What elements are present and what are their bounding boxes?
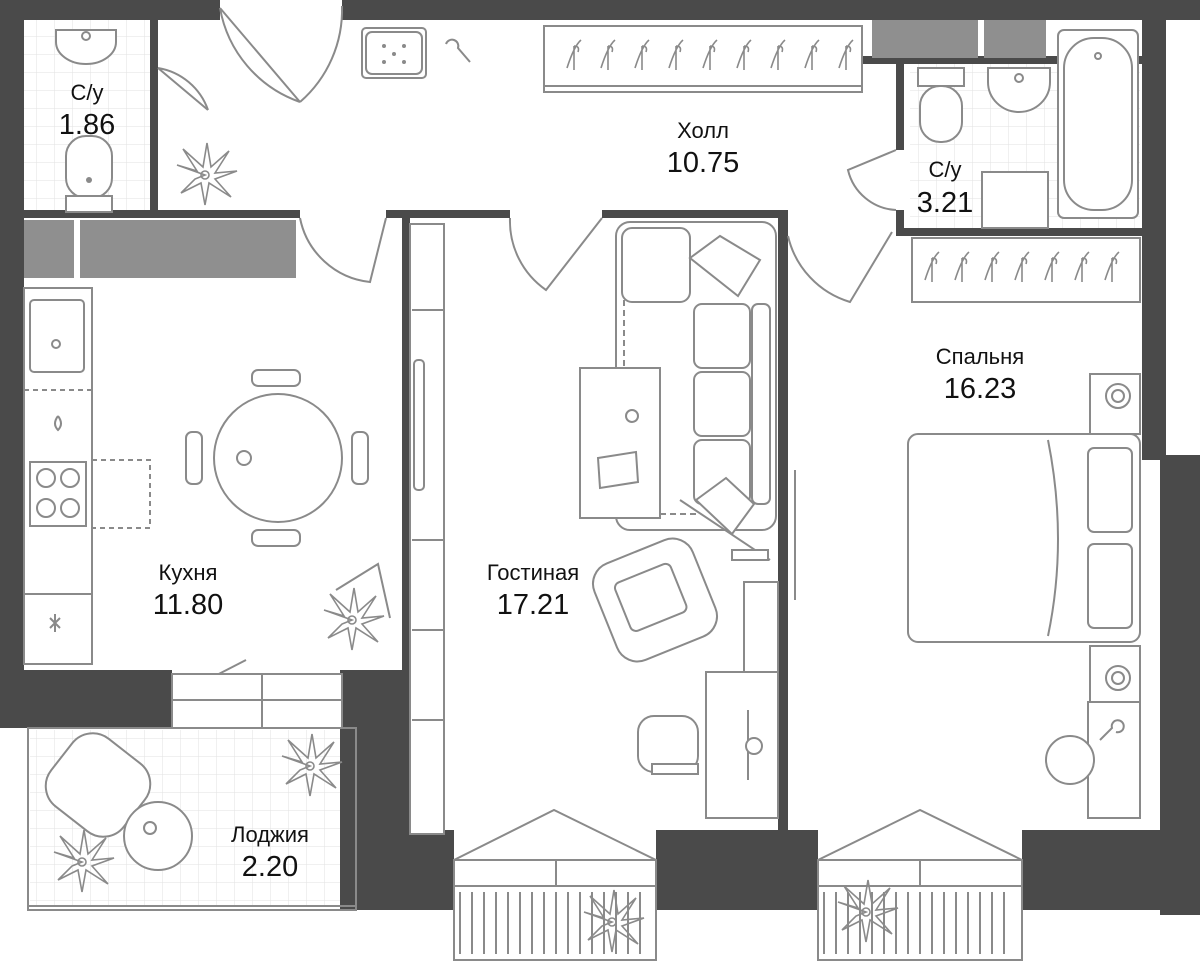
bedroom-furniture: [794, 237, 1141, 819]
room-area-kitchen: 11.80: [153, 589, 223, 621]
room-area-wc-large: 3.21: [917, 187, 973, 219]
loggia-and-windows: [27, 673, 1023, 961]
room-area-loggia: 2.20: [242, 851, 298, 883]
room-area-living: 17.21: [497, 589, 570, 621]
hall-furniture: [361, 25, 863, 93]
room-name-wc-small: С/у: [71, 80, 104, 105]
room-name-hall: Холл: [677, 118, 729, 143]
built-in-cabinets: [24, 20, 1046, 278]
wc-small-fixtures: [55, 29, 238, 213]
kitchen-furniture: [23, 287, 391, 699]
room-name-kitchen: Кухня: [159, 560, 218, 585]
room-area-hall: 10.75: [667, 147, 740, 179]
room-area-wc-small: 1.86: [59, 109, 115, 141]
walls: [0, 0, 1200, 915]
room-name-wc-large: С/у: [929, 157, 962, 182]
living-furniture: [409, 221, 779, 835]
room-name-living: Гостиная: [487, 560, 579, 585]
doors: [157, 5, 897, 304]
room-name-loggia: Лоджия: [231, 822, 309, 847]
wc-large-fixtures: [917, 29, 1139, 229]
room-name-bedroom: Спальня: [936, 344, 1024, 369]
room-area-bedroom: 16.23: [944, 373, 1017, 405]
